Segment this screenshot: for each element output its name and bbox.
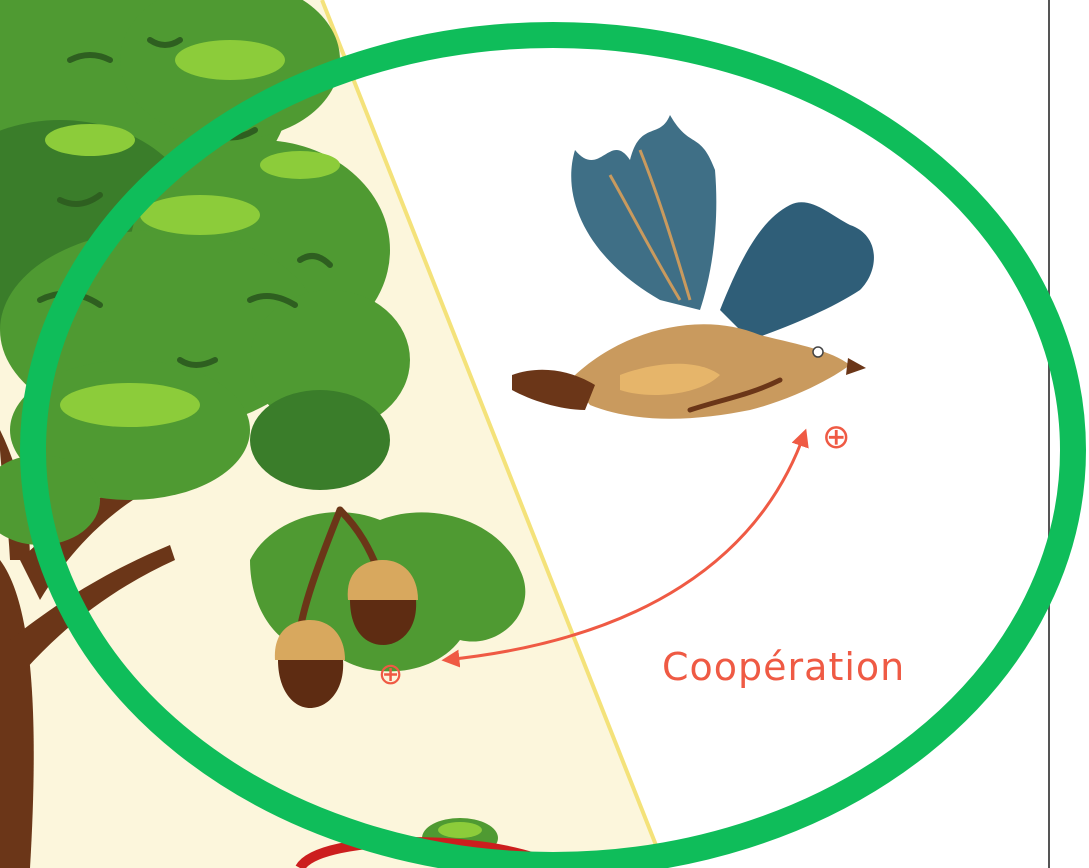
cooperation-label: Coopération — [662, 645, 905, 689]
positive-sign-acorn: ⊕ — [378, 660, 403, 690]
jay-bird — [512, 115, 874, 419]
positive-sign-bird: ⊕ — [822, 420, 851, 454]
